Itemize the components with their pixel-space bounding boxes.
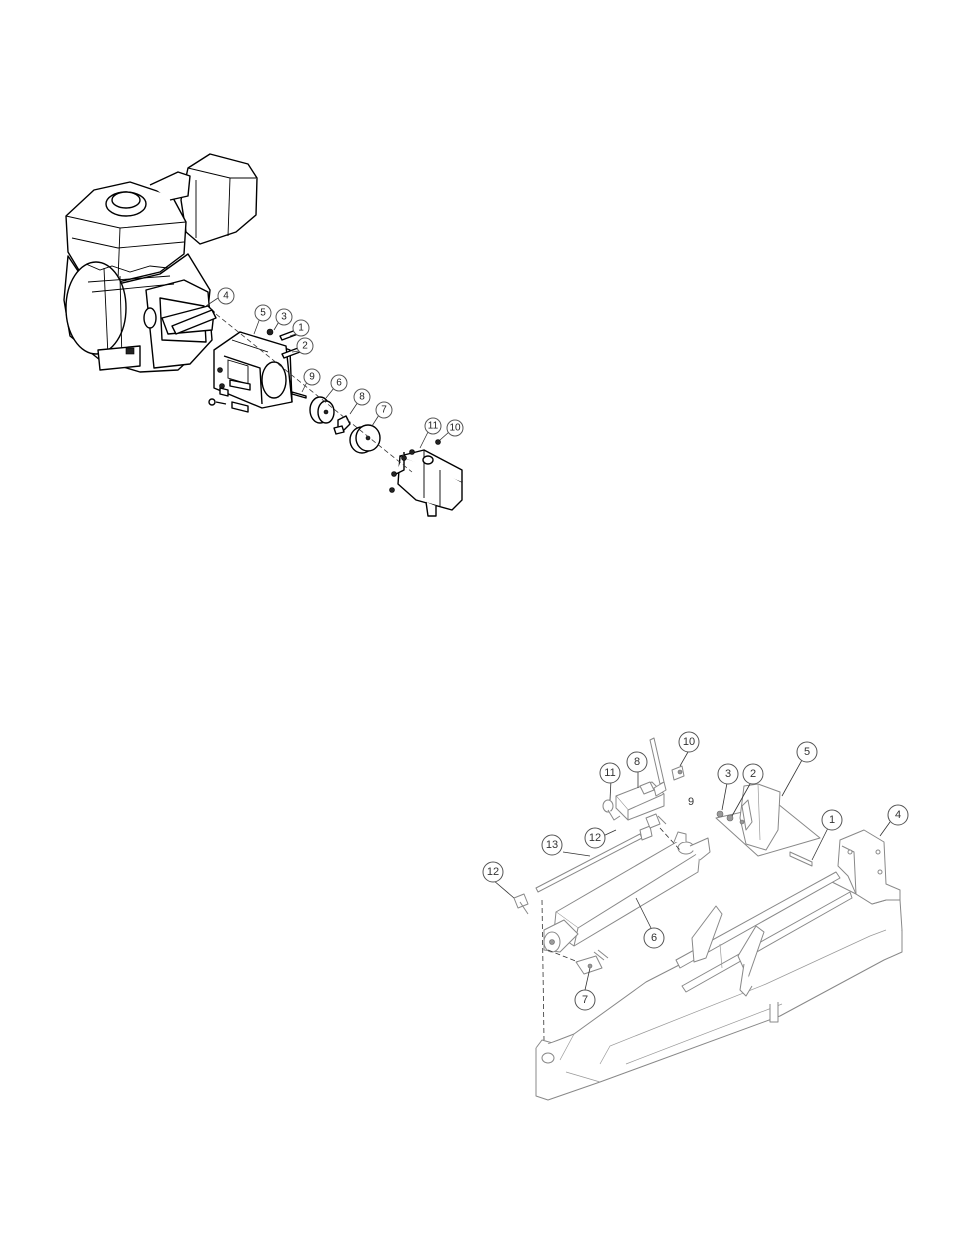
callout-5: 5 <box>255 305 271 321</box>
svg-text:10: 10 <box>683 736 695 748</box>
svg-text:12: 12 <box>589 832 601 844</box>
callout-13: 13 <box>542 835 562 855</box>
callout-11: 11 <box>600 763 620 783</box>
hydraulic-pump <box>396 450 462 517</box>
svg-text:5: 5 <box>804 746 810 758</box>
callout-7: 7 <box>376 402 392 418</box>
callout-3: 3 <box>718 764 738 784</box>
svg-text:8: 8 <box>359 392 365 403</box>
hose-fitting-upper <box>646 814 666 828</box>
callout-2: 2 <box>743 764 763 784</box>
svg-text:11: 11 <box>428 421 439 432</box>
coupler-spider <box>334 416 350 434</box>
splitter-beam-assembly: 10 11 8 3 2 5 9 12 1 4 13 12 6 7 <box>483 732 908 1100</box>
clevis-pin <box>576 950 608 974</box>
svg-text:11: 11 <box>604 767 615 779</box>
svg-text:9: 9 <box>688 796 694 808</box>
coupler-half-pump <box>350 425 380 453</box>
nut <box>390 488 395 493</box>
svg-text:8: 8 <box>634 756 640 768</box>
callout-6: 6 <box>331 375 347 391</box>
wedge-bolt <box>790 852 812 866</box>
hose-fitting-left <box>514 894 528 914</box>
callout-11: 11 <box>425 418 441 434</box>
engine-pump-assembly: 4 5 3 1 2 9 6 8 7 11 10 <box>64 154 463 516</box>
callout-10: 10 <box>679 732 699 752</box>
svg-text:2: 2 <box>750 768 756 780</box>
callout-9: 9 <box>304 369 320 385</box>
svg-text:3: 3 <box>281 312 287 323</box>
pump-mount-bracket <box>214 332 292 408</box>
callout-5: 5 <box>797 742 817 762</box>
callout-7: 7 <box>575 990 595 1010</box>
svg-text:1: 1 <box>298 323 304 334</box>
assembly-line-left <box>542 900 544 1040</box>
hydraulic-cylinder <box>544 832 710 952</box>
coupler-half <box>310 397 334 423</box>
control-valve <box>616 738 684 820</box>
svg-text:4: 4 <box>223 291 229 302</box>
svg-text:13: 13 <box>546 839 558 851</box>
nut <box>436 440 441 445</box>
svg-text:3: 3 <box>725 768 731 780</box>
svg-text:5: 5 <box>260 308 266 319</box>
callout-10: 10 <box>447 420 463 436</box>
shaft-key <box>292 392 306 398</box>
assembly-line-pin <box>548 950 578 962</box>
callout-12-upper: 12 <box>585 828 605 848</box>
callout-1: 1 <box>293 320 309 336</box>
callout-8: 8 <box>627 752 647 772</box>
svg-text:1: 1 <box>829 814 835 826</box>
svg-text:6: 6 <box>336 378 342 389</box>
svg-text:7: 7 <box>582 994 588 1006</box>
callout-6: 6 <box>644 928 664 948</box>
svg-text:6: 6 <box>651 932 657 944</box>
nut <box>392 472 397 477</box>
callout-3: 3 <box>276 309 292 325</box>
callout-2: 2 <box>297 338 313 354</box>
svg-text:4: 4 <box>895 809 901 821</box>
callout-4: 4 <box>218 288 234 304</box>
svg-text:10: 10 <box>449 423 461 434</box>
callout-1: 1 <box>822 810 842 830</box>
air-cleaner <box>181 154 257 244</box>
callout-9: 9 <box>688 796 694 808</box>
wedge-nut <box>717 811 723 817</box>
svg-text:9: 9 <box>309 372 315 383</box>
svg-text:12: 12 <box>487 866 499 878</box>
svg-text:2: 2 <box>302 341 308 352</box>
callout-4: 4 <box>888 805 908 825</box>
callout-8: 8 <box>354 389 370 405</box>
callout-12-left: 12 <box>483 862 503 882</box>
svg-text:7: 7 <box>381 405 387 416</box>
